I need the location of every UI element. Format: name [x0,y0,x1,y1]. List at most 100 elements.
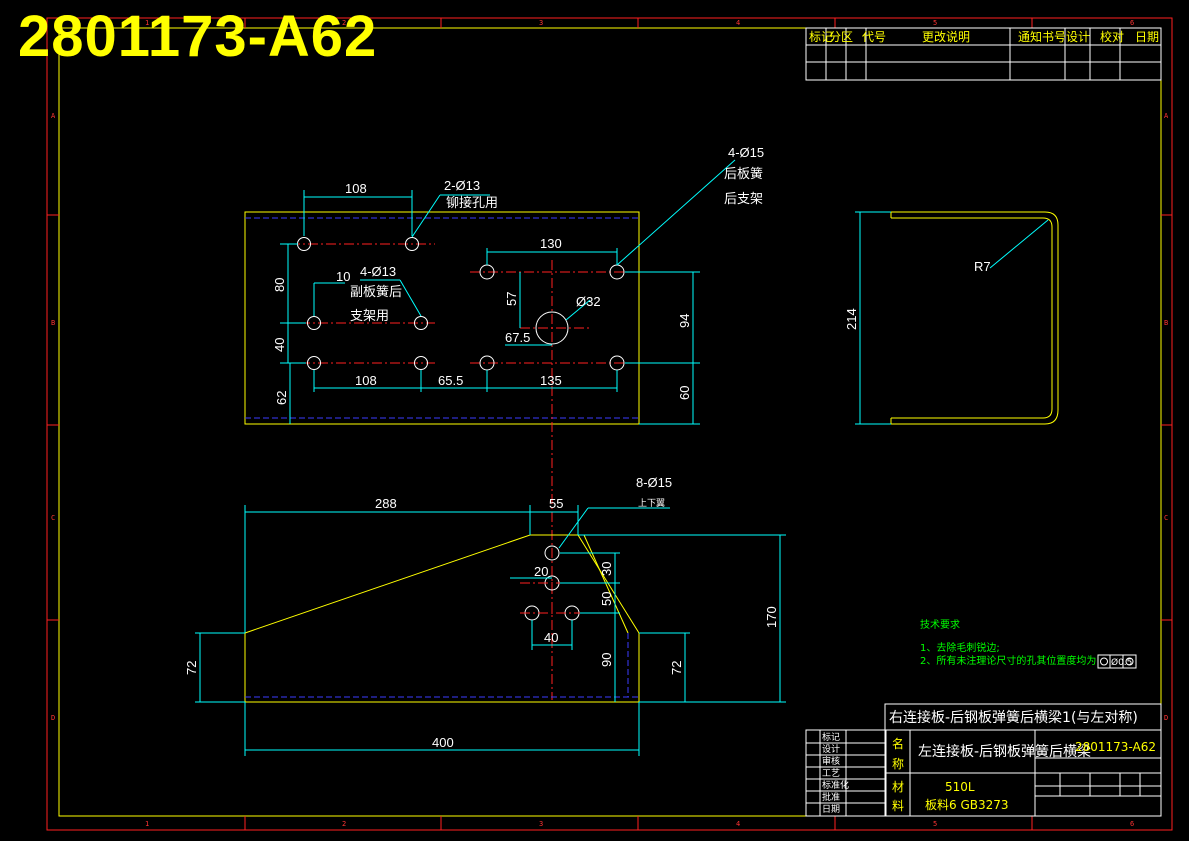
tb-row-label: 批准 [822,791,840,803]
row-label: C [51,514,55,522]
row-label: A [1164,112,1169,120]
part-name-right: 右连接板-后钢板弹簧后横梁1(与左对称) [889,709,1138,726]
dim-label: 55 [549,496,563,511]
tech-req-item: 1、去除毛刺锐边; [920,641,1000,654]
part-name-left: 左连接板-后钢板弹簧后横梁 [918,743,1091,760]
hole-note: 后板簧 [724,166,763,181]
rev-header: 日期 [1135,30,1159,44]
hole-callout: 4-Ø15 [728,145,764,160]
bent-profile-outer [891,211,1059,425]
rev-header: 校对 [1100,29,1124,44]
title-block [805,703,1162,817]
hole-note: 铆接孔用 [446,195,498,210]
dim-label: 170 [764,606,779,628]
rev-header: 更改说明 [922,29,970,44]
col-label: 5 [933,820,937,828]
rev-header: 通知书号 [1018,30,1066,44]
dim-label: 67.5 [505,330,530,345]
hole [307,316,321,330]
col-label: 3 [539,820,543,828]
material-label: 料 [892,799,904,813]
front-view-labels: 288 55 20 30 50 40 170 90 72 72 400 8-Ø1… [184,475,779,750]
front-outline [244,534,640,703]
dim-label: 400 [432,735,454,750]
rev-header: 设计 [1066,30,1090,44]
hole [414,316,428,330]
tolerance-value: Ø0.5 [1111,657,1132,668]
hole-note: 支架用 [350,308,389,323]
tb-row-label: 日期 [822,804,840,815]
dim-label: 62 [274,391,289,405]
title-block-text: 右连接板-后钢板弹簧后横梁1(与左对称) 名 称 左连接板-后钢板弹簧后横梁 2… [822,709,1156,815]
dim-label: 135 [540,373,562,388]
part-number: 2801173-A62 [1075,740,1156,754]
dim-label: 214 [844,308,859,330]
top-view: 108 80 10 40 62 108 65.5 130 57 67.5 135… [244,145,764,700]
tolerance-frame [1097,654,1137,669]
tb-row-label: 标准化 [822,779,849,791]
material-spec: 板料6 GB3273 [925,798,1009,812]
row-label: A [51,112,56,120]
dim-label: 288 [375,496,397,511]
col-label: 5 [933,19,937,27]
rev-header: 标记 [809,30,833,44]
col-label: 4 [736,19,740,27]
col-label: 3 [539,19,543,27]
dim-label: 72 [669,661,684,675]
border-ticks [47,18,1172,830]
hole-note: 副板簧后 [350,284,402,299]
dim-label: 10 [336,269,350,284]
border-labels: 1 2 3 4 5 6 1 2 3 4 5 6 A B C D A B C D [51,19,1169,828]
rev-header: 代号 [862,30,886,44]
position-icon [1100,657,1108,666]
dim-label: 57 [504,292,519,306]
col-label: 6 [1130,19,1134,27]
hole [544,545,560,561]
material-label: 材 [892,780,904,794]
col-label: 1 [145,19,149,27]
name-label: 名 [892,736,904,751]
revision-table [805,27,1162,81]
dim-label: 20 [534,564,548,579]
hole-callout: 8-Ø15 [636,475,672,490]
top-view-labels: 108 80 10 40 62 108 65.5 130 57 67.5 135… [272,145,764,405]
hole [405,237,419,251]
row-label: D [1164,714,1168,722]
row-label: D [51,714,55,722]
hole-callout: Ø32 [576,294,601,309]
dim-label: 108 [345,181,367,196]
row-label: C [1164,514,1168,522]
col-label: 1 [145,820,149,828]
dim-label: 50 [599,592,614,606]
dim-label: 90 [599,653,614,667]
tb-row-label: 标记 [822,731,840,743]
col-label: 6 [1130,820,1134,828]
dim-label: 80 [272,278,287,292]
drawing-number: 2801173-A62 [18,4,378,69]
center-hole [535,311,569,345]
inner-frame [58,27,1162,817]
col-label: 4 [736,820,740,828]
tb-row-label: 设计 [822,743,840,755]
side-view: R7 214 [844,211,1059,425]
hole-note: 后支架 [724,191,763,206]
revision-headers: 标记 分区 代号 更改说明 通知书号 设计 校对 日期 [809,29,1159,44]
material-grade: 510L [945,780,975,794]
tech-requirements: 技术要求 1、去除毛刺锐边; 2、所有未注理论尺寸的孔其位置度均为 Ø0.5 [920,618,1137,669]
row-label: B [1164,319,1168,327]
hole [414,356,428,370]
hole [307,356,321,370]
tb-row-label: 工艺 [822,768,840,779]
hole-note: 上下翼 [638,498,665,509]
hole-callout: 4-Ø13 [360,264,396,279]
outer-frame [46,17,1173,831]
bent-profile-inner [891,217,1053,419]
tb-row-label: 审核 [822,755,840,767]
name-label: 称 [892,757,904,771]
dim-label: 65.5 [438,373,463,388]
dim-label: 40 [272,338,287,352]
row-label: B [51,319,55,327]
dim-label: 60 [677,386,692,400]
plate-outline [244,211,640,425]
